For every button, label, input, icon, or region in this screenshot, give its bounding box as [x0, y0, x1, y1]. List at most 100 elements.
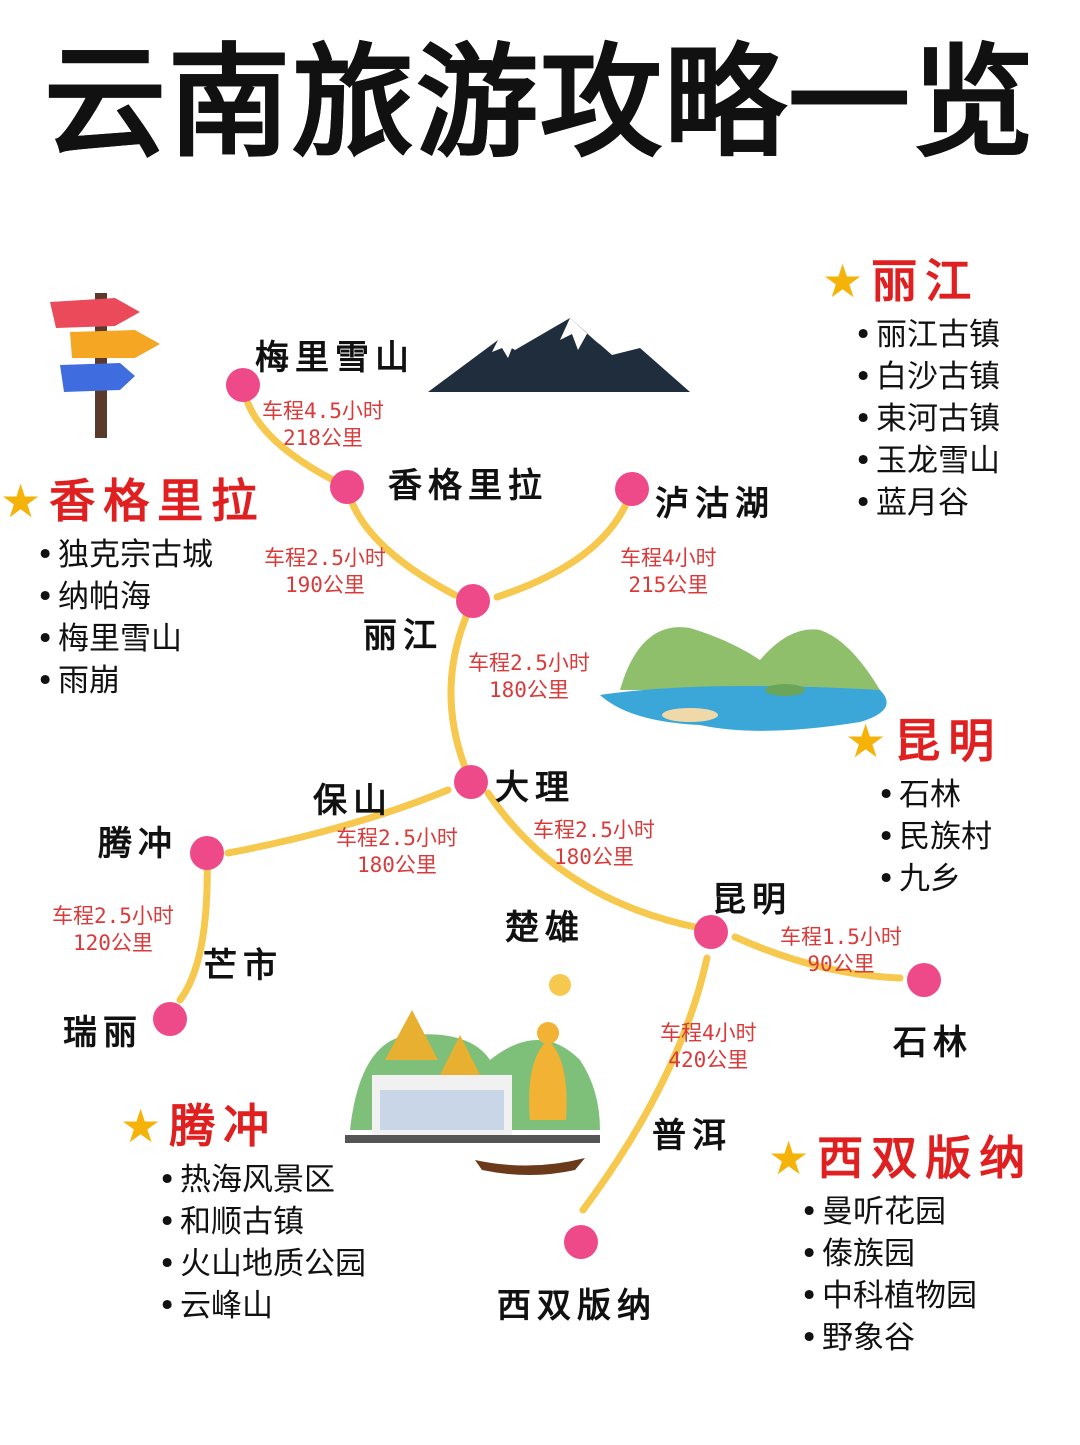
city-label-chuxiong: 楚雄 — [505, 908, 585, 948]
city-node-xsbn — [564, 1225, 598, 1259]
panel-title: 丽江 — [871, 254, 980, 308]
panel-title: 香格里拉 — [49, 474, 266, 528]
route-time: 车程4小时 — [660, 1021, 757, 1045]
list-item: •雨崩 — [36, 663, 120, 699]
city-node-lijiang — [456, 584, 490, 618]
route-line-dali-kunming — [484, 789, 704, 932]
route-line-kunming-xsbn — [579, 954, 711, 1214]
route-time: 车程2.5小时 — [52, 904, 174, 928]
list-item: •傣族园 — [800, 1236, 915, 1272]
signpost-icon — [50, 293, 160, 438]
route-distance-shangri-lijiang: 车程2.5小时 190公里 — [264, 545, 386, 599]
city-node-kunming — [694, 915, 728, 949]
list-item: •独克宗古城 — [36, 537, 213, 573]
panel-lijiang: ★ 丽江 •丽江古镇 •白沙古镇 •束河古镇 •玉龙雪山 •蓝月谷 — [822, 258, 1000, 524]
star-icon: ★ — [0, 474, 42, 528]
route-km: 215公里 — [628, 573, 709, 597]
route-distance-kunming-shilin: 车程1.5小时 90公里 — [780, 924, 902, 978]
list-item: •丽江古镇 — [854, 317, 1000, 353]
list-item: •白沙古镇 — [854, 359, 1000, 395]
star-icon: ★ — [822, 254, 864, 308]
panel-title: 西双版纳 — [817, 1131, 1034, 1185]
route-line-dali-tengchong — [224, 786, 452, 857]
list-item: •纳帕海 — [36, 579, 151, 615]
route-km: 120公里 — [73, 931, 153, 955]
city-label-kunming: 昆明 — [712, 880, 792, 920]
panel-tengchong: ★ 腾冲 •热海风景区 •和顺古镇 •火山地质公园 •云峰山 — [120, 1103, 366, 1327]
city-label-ruili: 瑞丽 — [63, 1013, 143, 1053]
route-line-tengchong-ruili — [176, 849, 211, 1004]
list-item: •热海风景区 — [158, 1162, 335, 1198]
mountain-icon — [428, 318, 690, 392]
route-km: 420公里 — [668, 1048, 749, 1072]
temple-icon — [345, 974, 600, 1175]
list-item: •和顺古镇 — [158, 1204, 304, 1240]
city-label-puer: 普洱 — [652, 1116, 732, 1156]
star-icon: ★ — [845, 714, 887, 768]
list-item: •蓝月谷 — [854, 485, 969, 521]
panel-kunming: ★ 昆明 •石林 •民族村 •九乡 — [845, 718, 1002, 900]
city-label-shilin: 石林 — [893, 1023, 973, 1063]
list-item: •梅里雪山 — [36, 621, 182, 657]
route-km: 180公里 — [489, 678, 569, 702]
panel-shangri: ★ 香格里拉 •独克宗古城 •纳帕海 •梅里雪山 •雨崩 — [0, 478, 265, 702]
route-distance-tengchong-ruili: 车程2.5小时 120公里 — [52, 903, 174, 957]
star-icon: ★ — [768, 1131, 810, 1185]
city-node-tengchong — [190, 836, 224, 870]
route-km: 180公里 — [357, 853, 437, 877]
route-km: 190公里 — [285, 573, 365, 597]
route-line-lijiang-dali — [447, 597, 477, 786]
city-node-shangri — [330, 470, 364, 504]
route-distance-meili-shangri: 车程4.5小时 218公里 — [262, 398, 384, 452]
list-item: •中科植物园 — [800, 1278, 977, 1314]
route-time: 车程2.5小时 — [336, 826, 458, 850]
city-node-meili — [226, 368, 260, 402]
list-item: •火山地质公园 — [158, 1246, 366, 1282]
lake-icon — [600, 627, 887, 731]
route-km: 90公里 — [807, 952, 875, 976]
route-distance-kunming-xsbn: 车程4小时 420公里 — [660, 1020, 757, 1074]
city-nodes — [153, 368, 941, 1259]
route-km: 180公里 — [554, 845, 634, 869]
panel-title: 腾冲 — [169, 1099, 278, 1153]
city-label-lijiang: 丽江 — [363, 616, 443, 656]
list-item: •石林 — [877, 777, 961, 813]
route-time: 车程4小时 — [620, 546, 717, 570]
list-item: •曼听花园 — [800, 1194, 946, 1230]
route-km: 218公里 — [283, 426, 363, 450]
route-time: 车程2.5小时 — [264, 546, 386, 570]
city-node-dali — [454, 765, 488, 799]
route-time: 车程1.5小时 — [780, 925, 902, 949]
city-label-shangri: 香格里拉 — [388, 466, 548, 506]
route-time: 车程2.5小时 — [468, 651, 590, 675]
route-distance-lijiang-dali: 车程2.5小时 180公里 — [468, 650, 590, 704]
panel-xsbn: ★ 西双版纳 •曼听花园 •傣族园 •中科植物园 •野象谷 — [768, 1135, 1033, 1359]
list-item: •云峰山 — [158, 1288, 273, 1324]
city-label-xsbn: 西双版纳 — [497, 1286, 657, 1326]
city-node-ruili — [153, 1002, 187, 1036]
city-node-shilin — [907, 963, 941, 997]
panel-title: 昆明 — [894, 714, 1003, 768]
route-line-lugu-lijiang — [493, 485, 636, 601]
route-line-kunming-shilin — [731, 933, 904, 982]
list-item: •民族村 — [877, 819, 992, 855]
route-distance-lugu-lijiang: 车程4小时 215公里 — [620, 545, 717, 599]
route-time: 车程2.5小时 — [533, 818, 655, 842]
list-item: •野象谷 — [800, 1320, 915, 1356]
list-item: •玉龙雪山 — [854, 443, 1000, 479]
route-time: 车程4.5小时 — [262, 399, 384, 423]
city-label-mangshi: 芒市 — [203, 946, 283, 986]
star-icon: ★ — [120, 1099, 162, 1153]
route-distance-dali-tengchong: 车程2.5小时 180公里 — [336, 825, 458, 879]
city-label-lugu: 泸沽湖 — [655, 484, 775, 524]
page-title: 云南旅游攻略一览 — [44, 32, 1036, 174]
route-lines — [176, 381, 904, 1214]
city-node-lugu — [615, 472, 649, 506]
list-item: •九乡 — [877, 861, 961, 897]
city-label-dali: 大理 — [495, 768, 575, 808]
city-label-baoshan: 保山 — [313, 781, 393, 821]
list-item: •束河古镇 — [854, 401, 1000, 437]
city-label-tengchong: 腾冲 — [98, 824, 178, 864]
city-label-meili: 梅里雪山 — [255, 338, 415, 378]
